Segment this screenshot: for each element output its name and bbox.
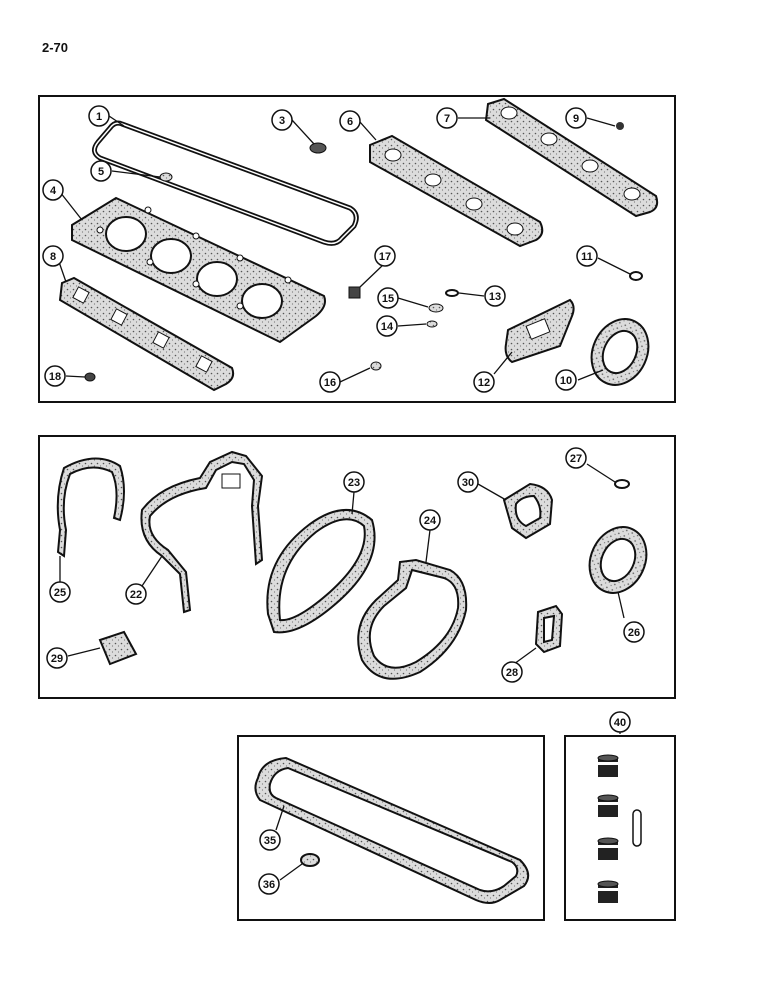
gasket-28: [534, 604, 564, 654]
seal-36: [300, 853, 320, 867]
callout-27: 27: [565, 447, 587, 469]
svg-text:12: 12: [478, 377, 490, 389]
svg-text:25: 25: [54, 587, 66, 599]
callout-3: 3: [271, 109, 293, 131]
washer-13: [445, 289, 459, 297]
washer-15: [428, 303, 444, 313]
panel-sleeves: [564, 735, 676, 921]
svg-text:17: 17: [379, 251, 391, 263]
svg-text:11: 11: [581, 251, 593, 263]
callout-5: 5: [90, 160, 112, 182]
callout-12: 12: [473, 371, 495, 393]
svg-text:13: 13: [489, 291, 501, 303]
callout-28: 28: [501, 661, 523, 683]
head-gasket: [71, 196, 326, 344]
callout-25: 25: [49, 581, 71, 603]
svg-text:40: 40: [614, 717, 626, 729]
panel-oil-pan: [237, 735, 545, 921]
svg-text:27: 27: [570, 453, 582, 465]
part-18: [84, 372, 96, 382]
svg-text:16: 16: [324, 377, 336, 389]
pin: [632, 809, 642, 847]
svg-text:6: 6: [347, 116, 353, 128]
svg-text:1: 1: [96, 111, 102, 123]
svg-text:26: 26: [628, 627, 640, 639]
callout-1: 1: [88, 105, 110, 127]
gasket-23: [266, 508, 376, 634]
callout-14: 14: [376, 315, 398, 337]
timing-cover-gasket-22: [140, 450, 264, 614]
callout-30: 30: [457, 471, 479, 493]
callout-7: 7: [436, 107, 458, 129]
water-pump-housing-gasket-24: [357, 558, 468, 680]
washer-5: [159, 172, 173, 182]
svg-text:3: 3: [279, 115, 285, 127]
svg-text:23: 23: [348, 477, 360, 489]
svg-text:10: 10: [560, 375, 572, 387]
svg-text:4: 4: [50, 185, 57, 197]
sleeve-seal: [597, 754, 619, 777]
callout-8: 8: [42, 245, 64, 267]
panel-top: [38, 95, 676, 403]
callout-22: 22: [125, 583, 147, 605]
gasket-25: [56, 457, 125, 558]
svg-text:36: 36: [263, 879, 275, 891]
intake-manifold-gasket: [58, 276, 235, 392]
part-17: [348, 286, 361, 299]
callout-26: 26: [623, 621, 645, 643]
ring-gasket-26: [588, 526, 648, 594]
page-number: 2-70: [42, 40, 69, 55]
panel-middle: [38, 435, 676, 699]
callout-23: 23: [343, 471, 365, 493]
o-ring-11: [629, 271, 643, 281]
callout-11: 11: [576, 245, 598, 267]
svg-text:28: 28: [506, 667, 518, 679]
exhaust-manifold-gasket-7: [484, 97, 659, 218]
svg-text:30: 30: [462, 477, 474, 489]
svg-text:9: 9: [573, 113, 579, 125]
svg-text:7: 7: [444, 113, 450, 125]
svg-text:18: 18: [49, 371, 61, 383]
callout-9: 9: [565, 107, 587, 129]
leader-lines-oil-pan: [275, 805, 303, 881]
callout-17: 17: [374, 245, 396, 267]
callout-4: 4: [42, 179, 64, 201]
callout-18: 18: [44, 365, 66, 387]
part-16: [370, 361, 382, 371]
svg-text:24: 24: [424, 515, 437, 527]
callout-13: 13: [484, 285, 506, 307]
sleeve-seal: [597, 794, 619, 817]
callout-16: 16: [319, 371, 341, 393]
svg-text:22: 22: [130, 589, 142, 601]
callout-15: 15: [377, 287, 399, 309]
leader-lines-middle: [59, 463, 625, 665]
leader-lines-top: [57, 115, 631, 383]
callout-29: 29: [46, 647, 68, 669]
svg-text:5: 5: [98, 166, 104, 178]
svg-text:29: 29: [51, 653, 63, 665]
ring-gasket-10: [590, 318, 650, 386]
sleeve-seal: [597, 880, 619, 903]
o-ring-27: [614, 479, 630, 489]
callout-10: 10: [555, 369, 577, 391]
callout-40: 40: [609, 711, 631, 733]
washer-14: [426, 320, 438, 328]
sleeve-seal: [597, 837, 619, 860]
oil-pan-gasket-35: [254, 756, 530, 904]
callout-35: 35: [259, 829, 281, 851]
callout-6: 6: [339, 110, 361, 132]
part-9: [616, 122, 624, 130]
exhaust-manifold-gasket-6: [369, 134, 544, 248]
callout-36: 36: [258, 873, 280, 895]
svg-text:8: 8: [50, 251, 56, 263]
gasket-30: [502, 482, 554, 540]
plate-29: [98, 630, 138, 666]
svg-text:15: 15: [382, 293, 394, 305]
callout-24: 24: [419, 509, 441, 531]
grommet-3: [309, 142, 327, 154]
svg-text:35: 35: [264, 835, 276, 847]
svg-text:14: 14: [381, 321, 394, 333]
